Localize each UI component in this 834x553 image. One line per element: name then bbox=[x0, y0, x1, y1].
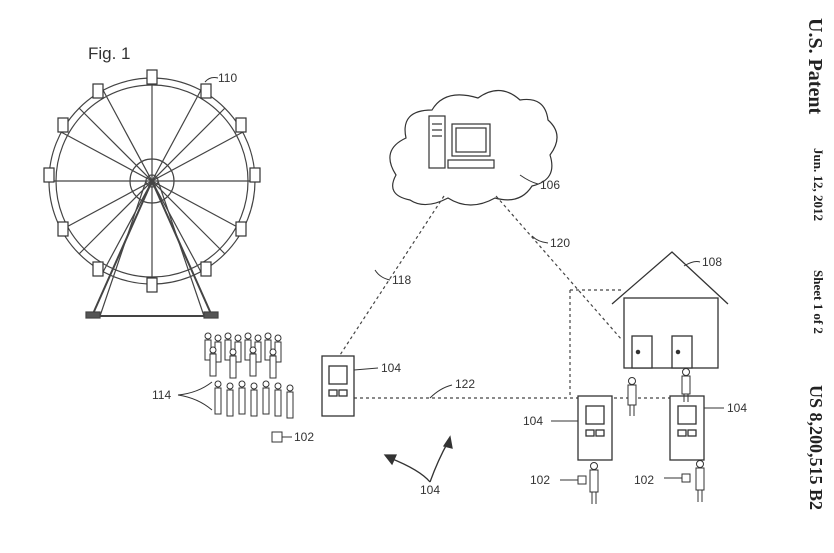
crowd-row-back bbox=[204, 332, 282, 379]
leader-118 bbox=[374, 269, 391, 281]
crowd-of-people bbox=[204, 332, 294, 419]
leader-108 bbox=[683, 261, 701, 267]
leader-120 bbox=[531, 235, 549, 244]
ref-120: 120 bbox=[550, 236, 570, 250]
ref-114: 114 bbox=[152, 388, 171, 402]
figure-title: Fig. 1 bbox=[88, 44, 131, 63]
kiosk-mid bbox=[577, 395, 613, 461]
kiosk-left bbox=[321, 355, 355, 417]
house bbox=[611, 251, 729, 369]
ref-108: 108 bbox=[702, 255, 722, 269]
ref-104-left: 104 bbox=[381, 361, 401, 375]
ref-102-crowd: 102 bbox=[294, 430, 314, 444]
ref-122: 122 bbox=[455, 377, 475, 391]
mobile-device-mid bbox=[577, 475, 587, 485]
leader-114a bbox=[177, 381, 213, 396]
ref-104-right: 104 bbox=[727, 401, 747, 415]
ref-118: 118 bbox=[392, 273, 411, 287]
person-mid bbox=[589, 462, 599, 504]
leader-122 bbox=[429, 384, 453, 399]
ferris-wheel bbox=[43, 69, 261, 319]
mobile-device-right bbox=[681, 473, 691, 483]
computer-icon bbox=[428, 115, 495, 169]
kiosk-right bbox=[669, 395, 705, 461]
ref-104-mid: 104 bbox=[523, 414, 543, 428]
ref-110: 110 bbox=[218, 71, 237, 85]
leader-106 bbox=[519, 174, 539, 185]
person-right bbox=[695, 460, 705, 502]
leader-110 bbox=[204, 77, 219, 83]
patent-number: US 8,200,515 B2 bbox=[806, 385, 826, 511]
ref-102-right: 102 bbox=[634, 473, 654, 487]
mobile-device-crowd bbox=[271, 431, 283, 443]
ref-102-mid: 102 bbox=[530, 473, 550, 487]
leader-114b bbox=[177, 394, 213, 411]
ref-104-wireless: 104 bbox=[420, 483, 440, 497]
people-at-house bbox=[627, 368, 691, 416]
ref-106: 106 bbox=[540, 178, 560, 192]
wireless-arrows bbox=[383, 435, 453, 483]
patent-header: U.S. Patent bbox=[804, 18, 826, 115]
sheet-number: Sheet 1 of 2 bbox=[811, 270, 826, 334]
cloud bbox=[389, 89, 558, 206]
patent-date: Jun. 12, 2012 bbox=[811, 148, 826, 221]
leader-104-left bbox=[353, 367, 379, 371]
crowd-row-front bbox=[214, 380, 294, 419]
